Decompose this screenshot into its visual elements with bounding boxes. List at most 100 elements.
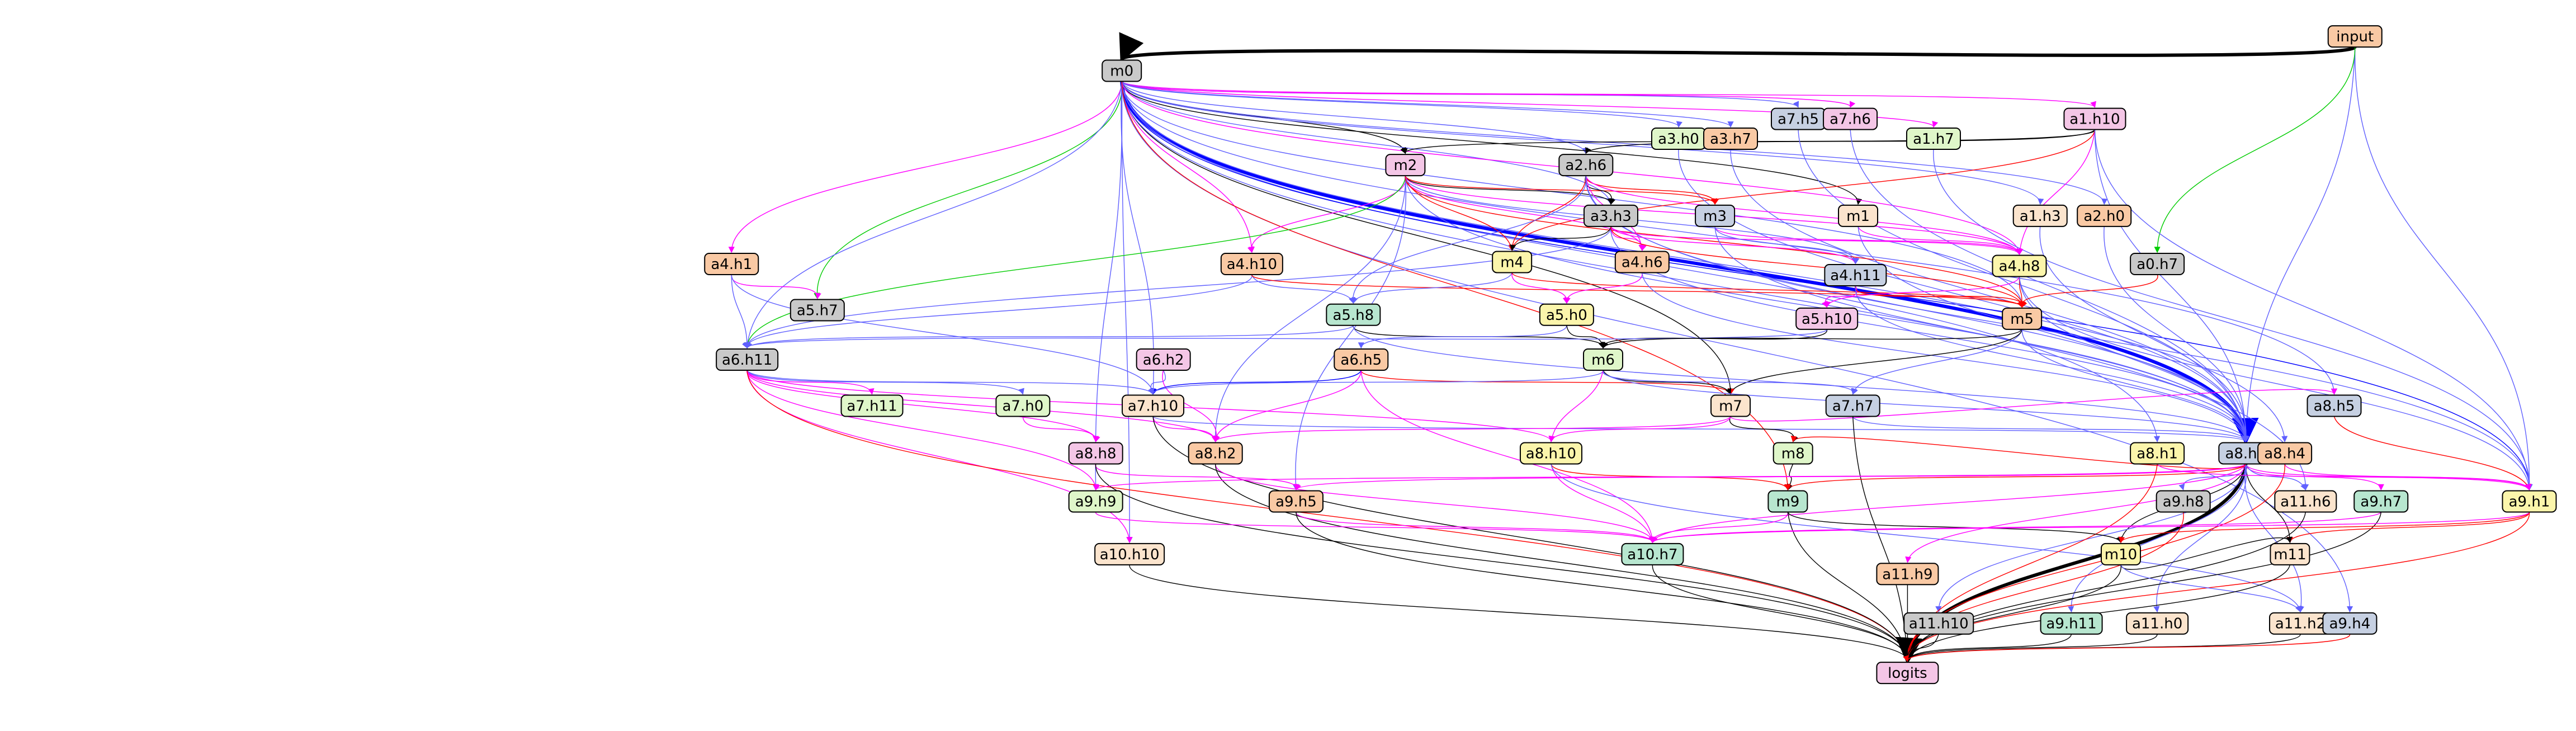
edge-a6-h11-to-a8-h8 xyxy=(746,370,1100,442)
edge-m0-to-a6-h11 xyxy=(744,81,1122,349)
edge xyxy=(1251,274,1355,304)
node-a3-h0: a3.h0 xyxy=(1651,127,1706,150)
node-label: logits xyxy=(1888,665,1927,682)
edge xyxy=(1787,512,1910,662)
node-label: m1 xyxy=(1846,208,1870,225)
edge-a8-h2-to-a10-h7 xyxy=(1214,464,1656,544)
edge-m0-to-a9-h1 xyxy=(1121,81,2533,491)
node-box xyxy=(2502,490,2557,513)
node-a9-h7: a9.h7 xyxy=(2353,490,2409,513)
edge-a9-h9-to-a10-h7 xyxy=(1095,511,1657,544)
node-label: a1.h10 xyxy=(2069,111,2120,128)
node-a9-h8: a9.h8 xyxy=(2156,490,2211,513)
edge xyxy=(1121,81,1613,205)
node-box xyxy=(2327,25,2383,48)
edge xyxy=(1296,512,1911,662)
edge-m0-to-m1 xyxy=(1121,81,1863,205)
edge-m0-to-a3-h3 xyxy=(1121,81,1613,205)
edge-a4-h1-to-a5-h7 xyxy=(731,274,821,299)
node-label: a7.h0 xyxy=(1003,398,1044,415)
edge-a4-h8-to-a5-h10 xyxy=(1825,276,2020,308)
edge-m9-to-a10-h7 xyxy=(1648,512,1789,544)
node-m9: m9 xyxy=(1767,490,1808,513)
node-box xyxy=(1621,543,1684,565)
node-a7-h10: a7.h10 xyxy=(1122,394,1185,417)
edge-a8-h9-to-m9 xyxy=(1784,464,2247,491)
edge xyxy=(2104,226,2249,442)
edge-a9-h5-to-logits xyxy=(1296,512,1911,662)
edge-m1-to-a8-h9 xyxy=(1857,226,2248,442)
node-label: a3.h7 xyxy=(1710,131,1751,148)
edge-a4-h8-to-a8-h9 xyxy=(2019,276,2249,442)
edge xyxy=(1603,329,2022,349)
node-box xyxy=(1695,204,1736,227)
node-a8-h8: a8.h8 xyxy=(1068,442,1123,465)
node-label: a9.h4 xyxy=(2329,616,2371,633)
edge-a8-h10-to-a11-h2 xyxy=(1551,464,2303,613)
node-m4: m4 xyxy=(1492,251,1533,273)
edge xyxy=(1212,176,1406,442)
node-label: m11 xyxy=(2274,546,2306,563)
edge-m2-to-a4-h6 xyxy=(1405,175,1647,251)
edge-a7-h7-to-a8-h9 xyxy=(1852,416,2248,442)
edge xyxy=(1294,463,2247,491)
node-label: a11.h9 xyxy=(1882,566,1932,583)
edge xyxy=(746,370,1099,491)
node-a1-h10: a1.h10 xyxy=(2063,107,2126,130)
edge xyxy=(731,274,821,299)
edge xyxy=(1151,370,1362,395)
node-label: m4 xyxy=(1500,254,1524,271)
edge-m6-to-a8-h10 xyxy=(1549,370,1604,442)
edge xyxy=(1121,81,2533,491)
edge-a10-h10-to-logits xyxy=(1129,564,1912,662)
edge xyxy=(746,370,1100,442)
edge-a2-h6-to-m4 xyxy=(1509,176,1587,251)
node-label: a8.h4 xyxy=(2264,445,2305,462)
edge xyxy=(1714,226,1859,265)
edge xyxy=(1935,464,2247,613)
edge xyxy=(1152,416,1218,442)
node-a8-h10: a8.h10 xyxy=(1519,442,1582,465)
edge xyxy=(2120,564,2301,612)
edge xyxy=(1092,81,1123,491)
edge xyxy=(1121,81,1938,128)
edge xyxy=(1855,286,2249,442)
node-label: a4.h8 xyxy=(1999,258,2040,275)
edge xyxy=(1730,149,2249,442)
node-a9-h11: a9.h11 xyxy=(2040,612,2103,635)
node-box xyxy=(2012,204,2068,227)
edge xyxy=(1598,329,1827,349)
edge xyxy=(746,370,1154,395)
edge xyxy=(728,81,1122,253)
node-label: a7.h5 xyxy=(1778,111,1819,128)
edge xyxy=(1603,370,1858,395)
node-box xyxy=(2130,253,2185,276)
node-label: a1.h3 xyxy=(2020,208,2061,225)
edge-a1-h10-to-m4 xyxy=(1509,129,2096,251)
node-a5-h0: a5.h0 xyxy=(1539,303,1594,326)
node-box xyxy=(1220,253,1283,276)
node-box xyxy=(2002,307,2043,330)
edge xyxy=(1652,512,2381,544)
edge xyxy=(1121,81,1133,544)
edge-a4-h11-to-m5 xyxy=(1855,285,2027,308)
edge-m2-to-m5 xyxy=(1405,176,2026,308)
edge xyxy=(2120,536,2293,570)
edge-m6-to-a8-h9 xyxy=(1603,370,2249,442)
node-box xyxy=(1773,442,1813,465)
node-label: a4.h11 xyxy=(1830,267,1880,284)
node-box xyxy=(1539,303,1594,326)
node-label: a9.h8 xyxy=(2163,494,2204,511)
node-a9-h4: a9.h4 xyxy=(2322,612,2378,635)
edge xyxy=(1904,512,2381,662)
edge xyxy=(2021,329,2249,442)
node-box xyxy=(1122,394,1185,417)
edge-m7-to-a8-h2 xyxy=(1214,416,1731,442)
edge xyxy=(1652,564,1911,662)
node-label: a8.h10 xyxy=(1526,445,1576,462)
node-box xyxy=(1838,204,1879,227)
edge-a3-h7-to-a8-h9 xyxy=(1730,149,2249,442)
edge-m9-to-logits xyxy=(1787,512,1910,662)
edge-a4-h10-to-m5 xyxy=(1251,274,2027,308)
node-label: a7.h6 xyxy=(1830,111,1871,128)
